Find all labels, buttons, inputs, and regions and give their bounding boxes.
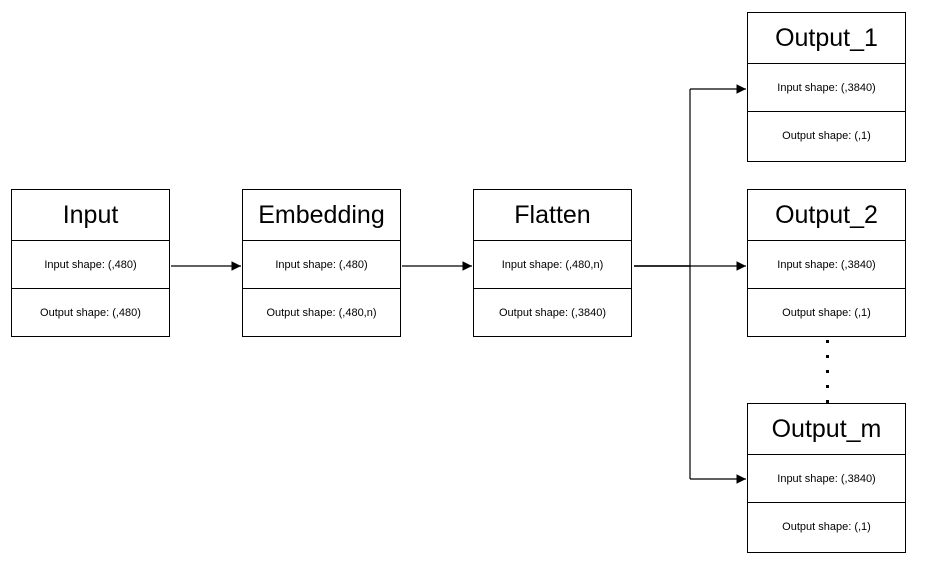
node-title: Output_2 <box>748 190 905 241</box>
node-embedding: Embedding Input shape: (,480) Output sha… <box>242 189 401 337</box>
output-shape-label: Output shape: (,1) <box>782 129 871 142</box>
input-shape-label: Input shape: (,3840) <box>748 241 905 289</box>
output-shape-label: Output shape: (,1) <box>782 520 871 533</box>
node-title: Embedding <box>243 190 400 241</box>
node-title: Flatten <box>474 190 631 241</box>
input-shape-label: Input shape: (,480) <box>243 241 400 289</box>
output-shape-label: Output shape: (,1) <box>782 306 871 319</box>
input-shape-label: Input shape: (,3840) <box>748 64 905 112</box>
input-shape-label: Input shape: (,480) <box>12 241 169 289</box>
node-flatten: Flatten Input shape: (,480,n) Output sha… <box>473 189 632 337</box>
output-shape-label: Output shape: (,480) <box>40 306 141 319</box>
input-shape-label: Input shape: (,480,n) <box>474 241 631 289</box>
node-output-1: Output_1 Input shape: (,3840) Output sha… <box>747 12 906 162</box>
node-title: Output_m <box>748 404 905 455</box>
ellipsis-dots <box>826 340 829 403</box>
output-shape-label: Output shape: (,3840) <box>498 306 606 319</box>
node-input: Input Input shape: (,480) Output shape: … <box>11 189 170 337</box>
node-output-2: Output_2 Input shape: (,3840) Output sha… <box>747 189 906 337</box>
output-shape-label: Output shape: (,480,n) <box>266 306 377 319</box>
input-shape-label: Input shape: (,3840) <box>748 455 905 503</box>
node-title: Output_1 <box>748 13 905 64</box>
node-output-m: Output_m Input shape: (,3840) Output sha… <box>747 403 906 553</box>
node-title: Input <box>12 190 169 241</box>
